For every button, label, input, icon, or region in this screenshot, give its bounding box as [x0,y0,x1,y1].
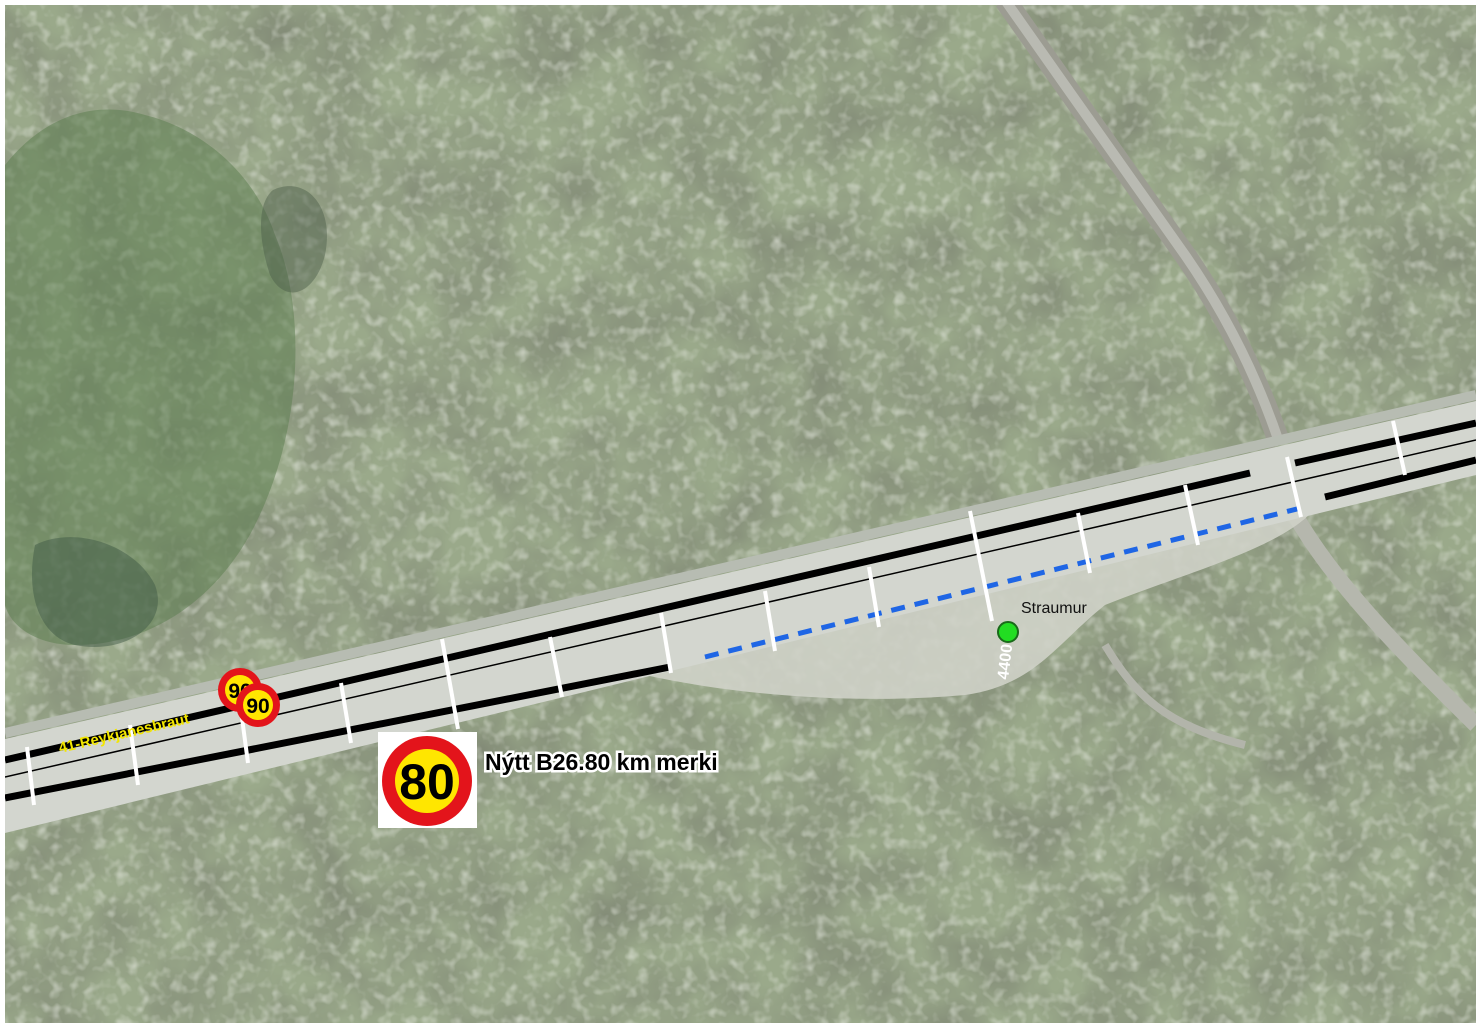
speed-sign-face [243,690,273,720]
planned-lane-line [704,504,1306,660]
map-canvas[interactable]: 41-Reykjanesbraut 4400 Straumur 90 90 80… [5,5,1476,1023]
section-tick [867,566,881,628]
place-name-label: Straumur [1021,600,1087,617]
map-view[interactable]: 41-Reykjanesbraut 4400 Straumur 90 90 80… [5,5,1476,1023]
speed-sign-existing-b[interactable]: 90 [236,683,280,727]
wetland-area [5,109,296,645]
section-tick [1183,484,1200,546]
section-tick [25,746,36,806]
section-tick [1285,456,1303,518]
road-edge-north-east [1294,419,1476,467]
section-tick [128,724,140,786]
gravel-road-south [1288,511,1476,731]
section-tick [1076,512,1092,574]
section-tick [1391,420,1407,476]
chainage-label: 4400 [995,643,1016,681]
road-edge-south-east [1324,456,1476,501]
section-tick [339,682,353,744]
wet-depression [260,186,327,293]
speed-sign-value: 90 [246,695,269,718]
section-tick [968,510,994,622]
section-tick [548,636,564,698]
speed-sign-value: 80 [399,754,455,810]
section-tick [440,638,460,730]
gravel-road-north-edge [1002,5,1285,447]
road-edge-north [5,469,1251,764]
place-marker-icon[interactable] [997,621,1019,643]
gravel-track-south [1101,642,1246,749]
section-tick [763,590,777,652]
new-speed-sign[interactable]: 80 [378,732,477,828]
pond [31,537,158,647]
new-sign-callout-label: Nýtt B26.80 km merki [485,749,718,775]
section-tick [659,612,673,674]
speed-sign-face [395,749,459,813]
